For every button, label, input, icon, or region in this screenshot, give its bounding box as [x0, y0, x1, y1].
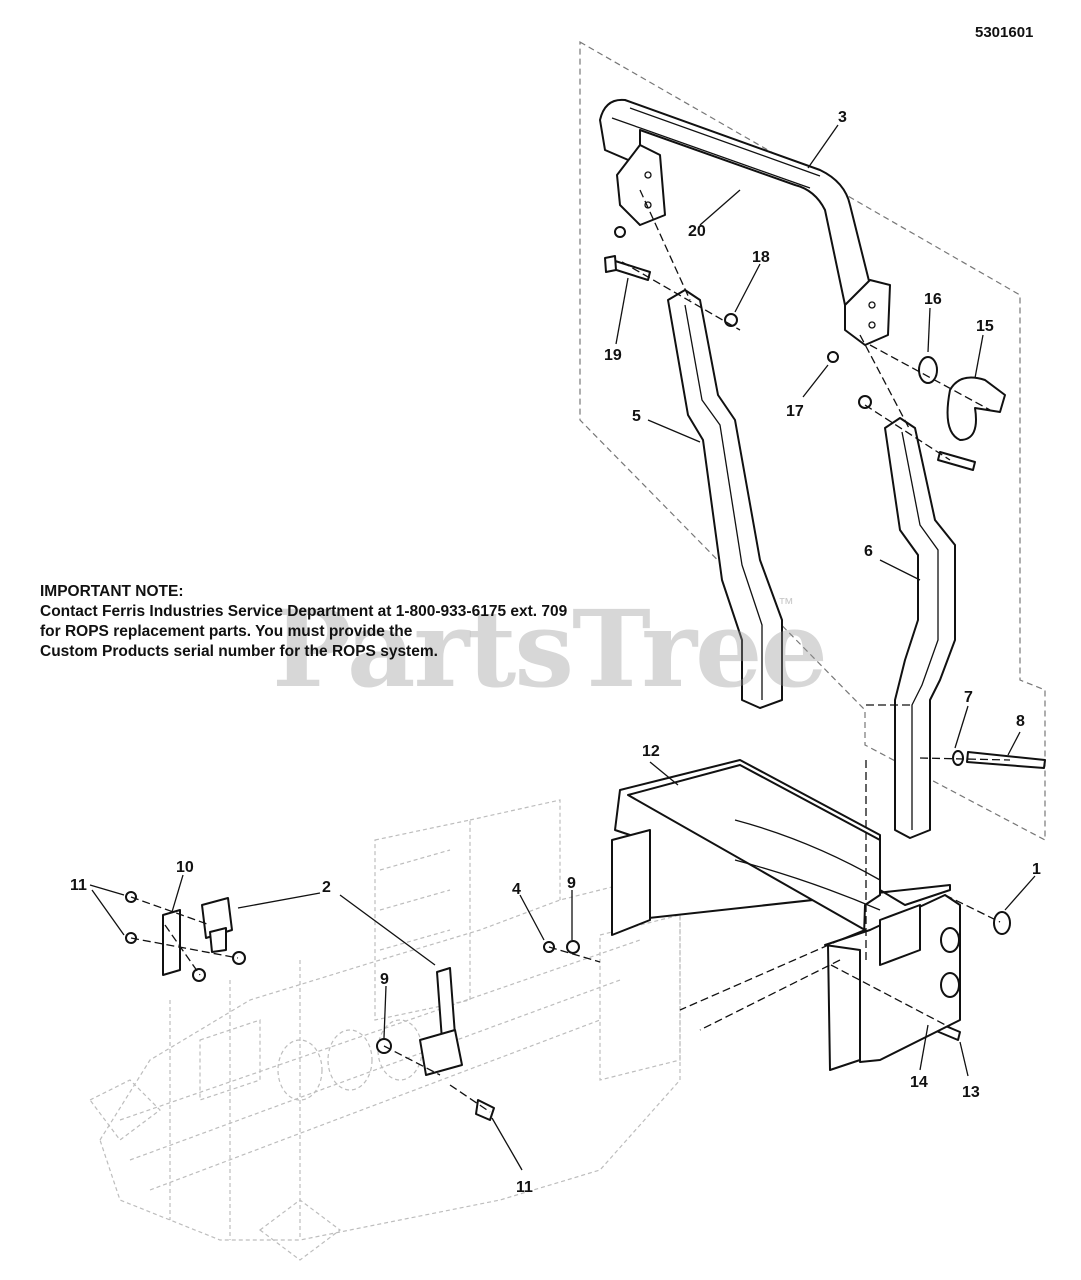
- callout-19: 19: [604, 347, 622, 364]
- callout-12: 12: [642, 743, 660, 760]
- assembly-group-box: [579, 40, 1046, 841]
- leader-lines: [89, 124, 1036, 1171]
- callout-18: 18: [752, 249, 770, 266]
- note-line-3: Custom Products serial number for the RO…: [40, 643, 438, 660]
- callout-16: 16: [924, 291, 942, 308]
- callout-labels: 3 20 18 19 16 15 17 5 6 7 8 12 1 2 10 11…: [70, 109, 1041, 1196]
- document-number: 5301601: [975, 24, 1034, 41]
- rops-hardware: [376, 226, 1046, 1121]
- note-line-2: for ROPS replacement parts. You must pro…: [40, 623, 413, 640]
- callout-3: 3: [838, 109, 847, 126]
- callout-9-left: 9: [380, 971, 389, 988]
- callout-13: 13: [962, 1084, 980, 1101]
- callout-11-upper: 11: [70, 877, 87, 894]
- callout-5: 5: [632, 408, 641, 425]
- callout-6: 6: [864, 543, 873, 560]
- watermark: PartsTree: [272, 586, 828, 711]
- watermark-trademark: ™: [778, 596, 794, 613]
- note-title: IMPORTANT NOTE:: [40, 583, 184, 600]
- callout-15: 15: [976, 318, 994, 335]
- callout-14: 14: [910, 1074, 928, 1091]
- callout-2: 2: [322, 879, 331, 896]
- callout-7: 7: [964, 689, 973, 706]
- roll-bar-right-upright: [884, 417, 956, 839]
- callout-10: 10: [176, 859, 194, 876]
- callout-1: 1: [1032, 861, 1041, 878]
- mower-frame-ghost: [89, 799, 681, 1261]
- roll-bar-left-upright: [667, 289, 783, 709]
- callout-9-right: 9: [567, 875, 576, 892]
- callout-20: 20: [688, 223, 706, 240]
- note-line-1: Contact Ferris Industries Service Depart…: [40, 603, 568, 620]
- callout-4: 4: [512, 881, 521, 898]
- callout-17: 17: [786, 403, 804, 420]
- assembly-lines: [130, 189, 1011, 1113]
- roll-bar-upper: [599, 98, 891, 346]
- important-note: IMPORTANT NOTE: Contact Ferris Industrie…: [40, 582, 567, 662]
- callout-11-lower: 11: [516, 1179, 533, 1196]
- callout-8: 8: [1016, 713, 1025, 730]
- seat-belt-parts: [125, 891, 463, 1076]
